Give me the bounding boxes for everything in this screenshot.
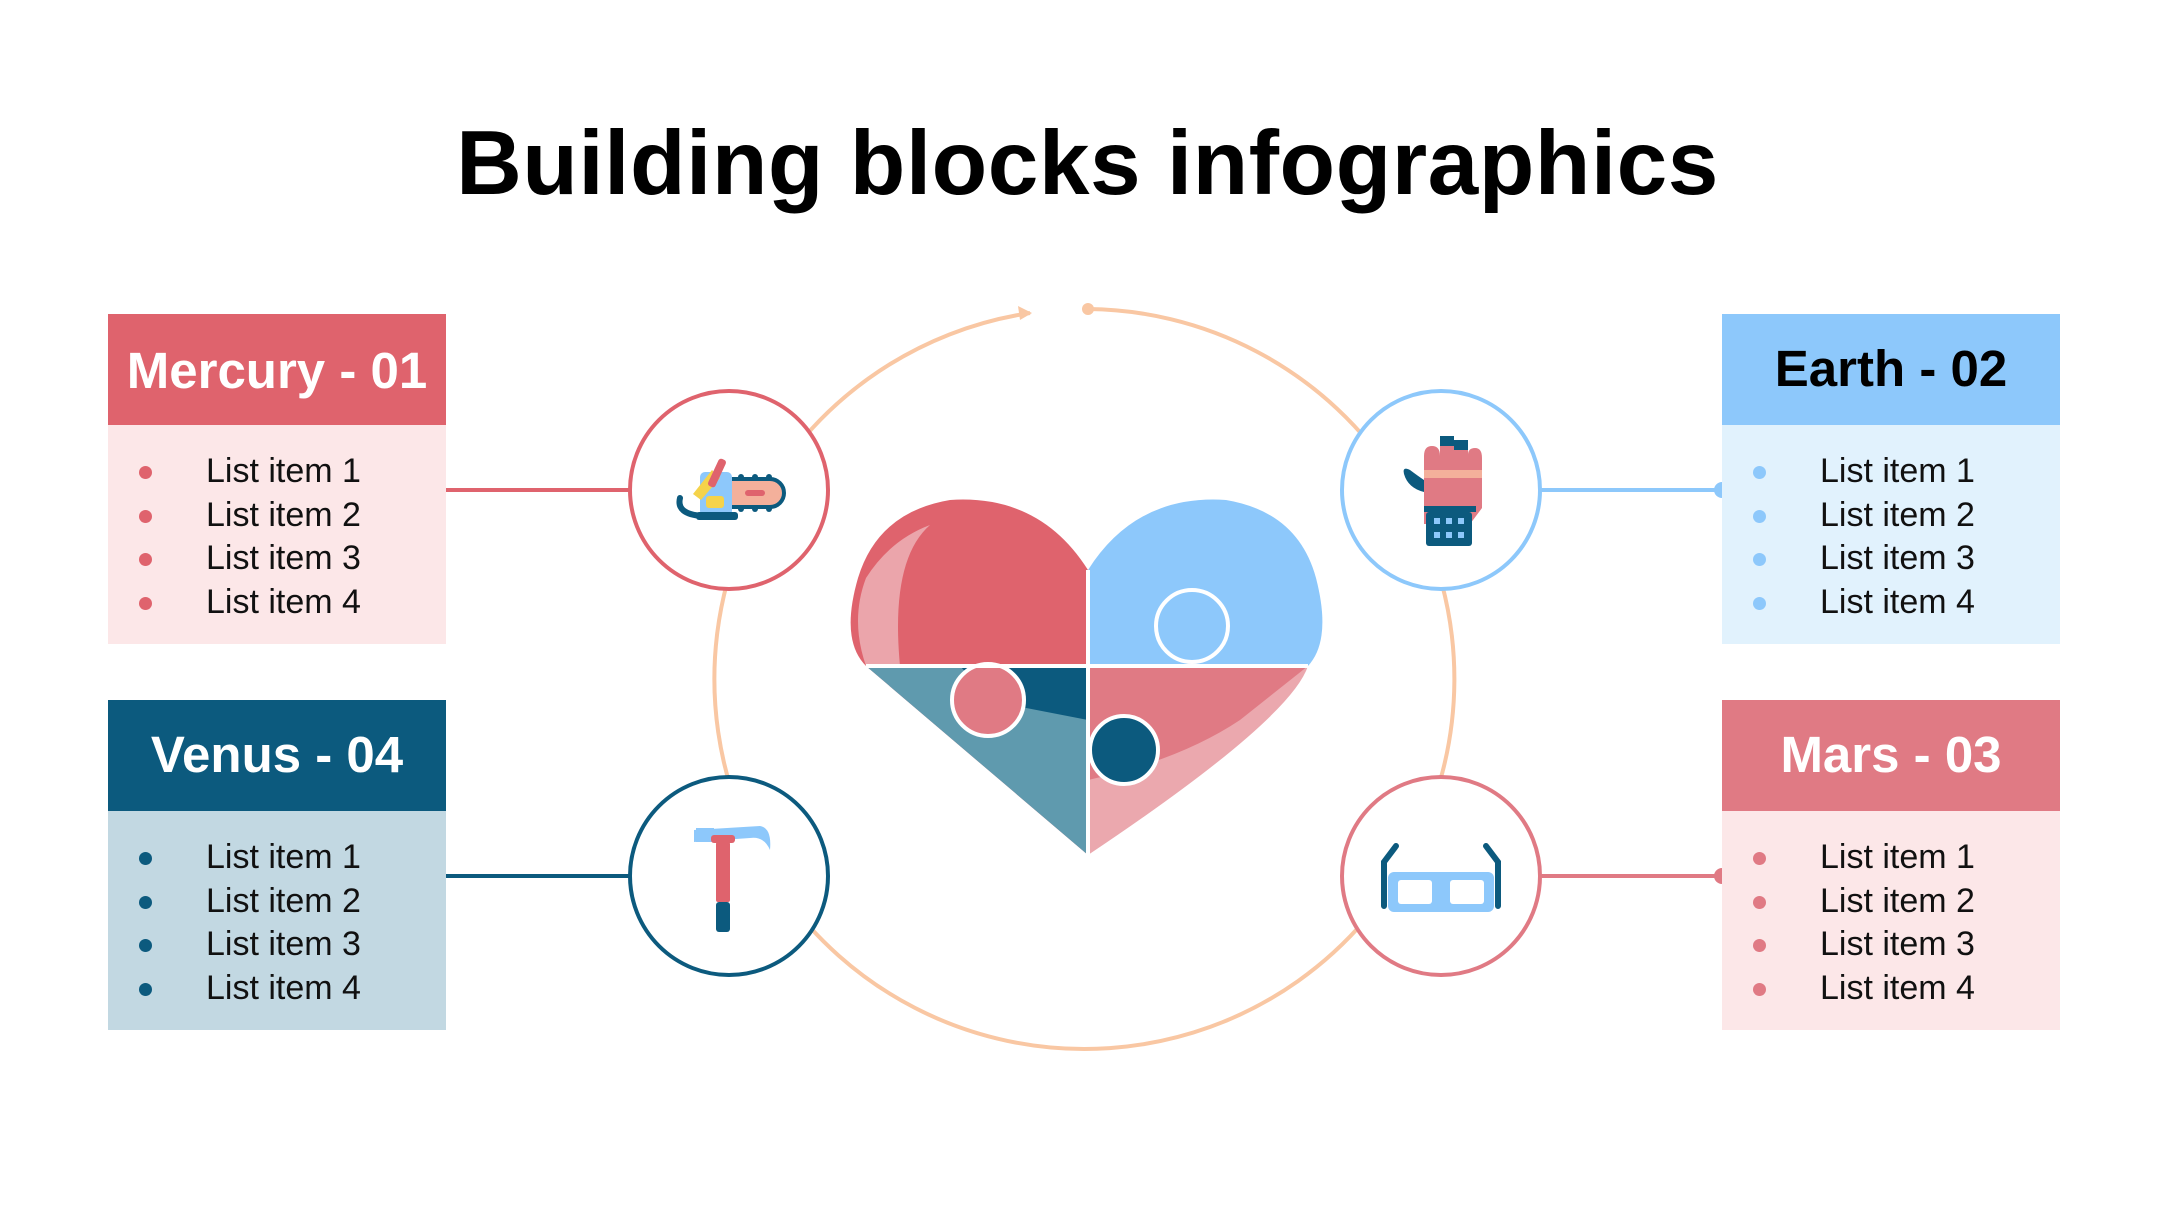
page-title: Building blocks infographics: [456, 113, 1719, 214]
ring-arrow-head: [1018, 306, 1032, 320]
panel-mars-title: Mars - 03: [1722, 700, 2060, 811]
panel-venus-list: List item 1 List item 2 List item 3 List…: [108, 811, 446, 1030]
panel-earth: Earth - 02 List item 1 List item 2 List …: [1722, 314, 2060, 644]
list-item: List item 4: [1722, 967, 2060, 1011]
chainsaw-icon: [676, 458, 786, 520]
list-item: List item 2: [108, 494, 446, 538]
connector-mars: [1540, 868, 1730, 884]
connector-earth: [1540, 482, 1730, 498]
panel-mercury: Mercury - 01 List item 1 List item 2 Lis…: [108, 314, 446, 644]
work-glove-icon: [1403, 436, 1482, 546]
panel-mars-list: List item 1 List item 2 List item 3 List…: [1722, 811, 2060, 1030]
list-item: List item 3: [108, 537, 446, 581]
connector-venus: [426, 868, 630, 884]
list-item: List item 2: [108, 880, 446, 924]
hammer-icon: [694, 826, 771, 932]
panel-mercury-title: Mercury - 01: [108, 314, 446, 425]
safety-glasses-icon: [1381, 843, 1501, 912]
list-item: List item 4: [108, 581, 446, 625]
list-item: List item 2: [1722, 494, 2060, 538]
list-item: List item 2: [1722, 880, 2060, 924]
list-item: List item 3: [108, 923, 446, 967]
list-item: List item 4: [1722, 581, 2060, 625]
list-item: List item 1: [1722, 836, 2060, 880]
list-item: List item 4: [108, 967, 446, 1011]
list-item: List item 1: [108, 450, 446, 494]
panel-earth-list: List item 1 List item 2 List item 3 List…: [1722, 425, 2060, 644]
list-item: List item 1: [1722, 450, 2060, 494]
panel-mars: Mars - 03 List item 1 List item 2 List i…: [1722, 700, 2060, 1030]
panel-venus-title: Venus - 04: [108, 700, 446, 811]
panel-mercury-list: List item 1 List item 2 List item 3 List…: [108, 425, 446, 644]
ring-start-dot: [1082, 303, 1094, 315]
panel-venus: Venus - 04 List item 1 List item 2 List …: [108, 700, 446, 1030]
connector-mercury: [426, 482, 630, 498]
panel-earth-title: Earth - 02: [1722, 314, 2060, 425]
list-item: List item 3: [1722, 537, 2060, 581]
list-item: List item 1: [108, 836, 446, 880]
heart-puzzle-icon: [850, 499, 1323, 855]
list-item: List item 3: [1722, 923, 2060, 967]
